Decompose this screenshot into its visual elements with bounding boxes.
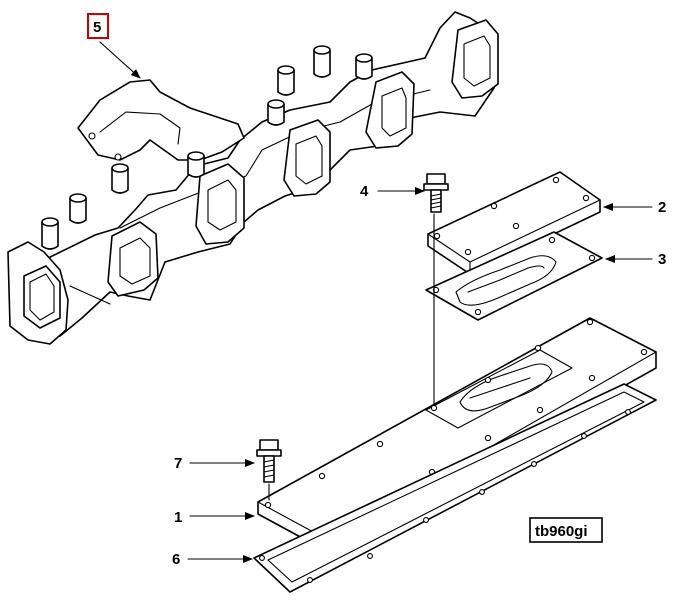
callout-6-label: 6 <box>172 551 180 568</box>
callout-6: 6 <box>172 551 253 568</box>
manifold-studs <box>41 45 373 250</box>
callout-7: 7 <box>174 455 255 472</box>
bolt-part-4 <box>423 173 449 405</box>
callout-1: 1 <box>174 509 255 526</box>
manifold-port-5 <box>451 19 499 99</box>
callout-1-label: 1 <box>174 509 182 526</box>
callout-5-label: 5 <box>93 19 101 36</box>
exhaust-manifold <box>7 11 499 345</box>
callout-7-label: 7 <box>174 455 182 472</box>
small-gasket <box>425 231 603 321</box>
callout-2: 2 <box>603 199 666 216</box>
callout-4-label: 4 <box>360 183 369 200</box>
manifold-port-3 <box>283 119 331 197</box>
manifold-port-1 <box>107 221 159 297</box>
callout-4: 4 <box>360 183 425 200</box>
small-cover-plate <box>427 171 601 275</box>
large-cover-plate <box>257 317 657 553</box>
manifold-port-2 <box>195 163 245 245</box>
figure-code-box: tb960gi <box>529 517 603 543</box>
callout-5-highlight-box <box>87 13 109 39</box>
figure-code-label: tb960gi <box>535 523 588 540</box>
bolt-part-7 <box>256 439 282 501</box>
callout-3-label: 3 <box>658 251 666 268</box>
callout-5: 5 <box>87 13 141 79</box>
callout-3: 3 <box>605 251 666 268</box>
manifold-port-4 <box>365 71 415 149</box>
callout-2-label: 2 <box>658 199 666 216</box>
large-gasket <box>253 383 657 593</box>
